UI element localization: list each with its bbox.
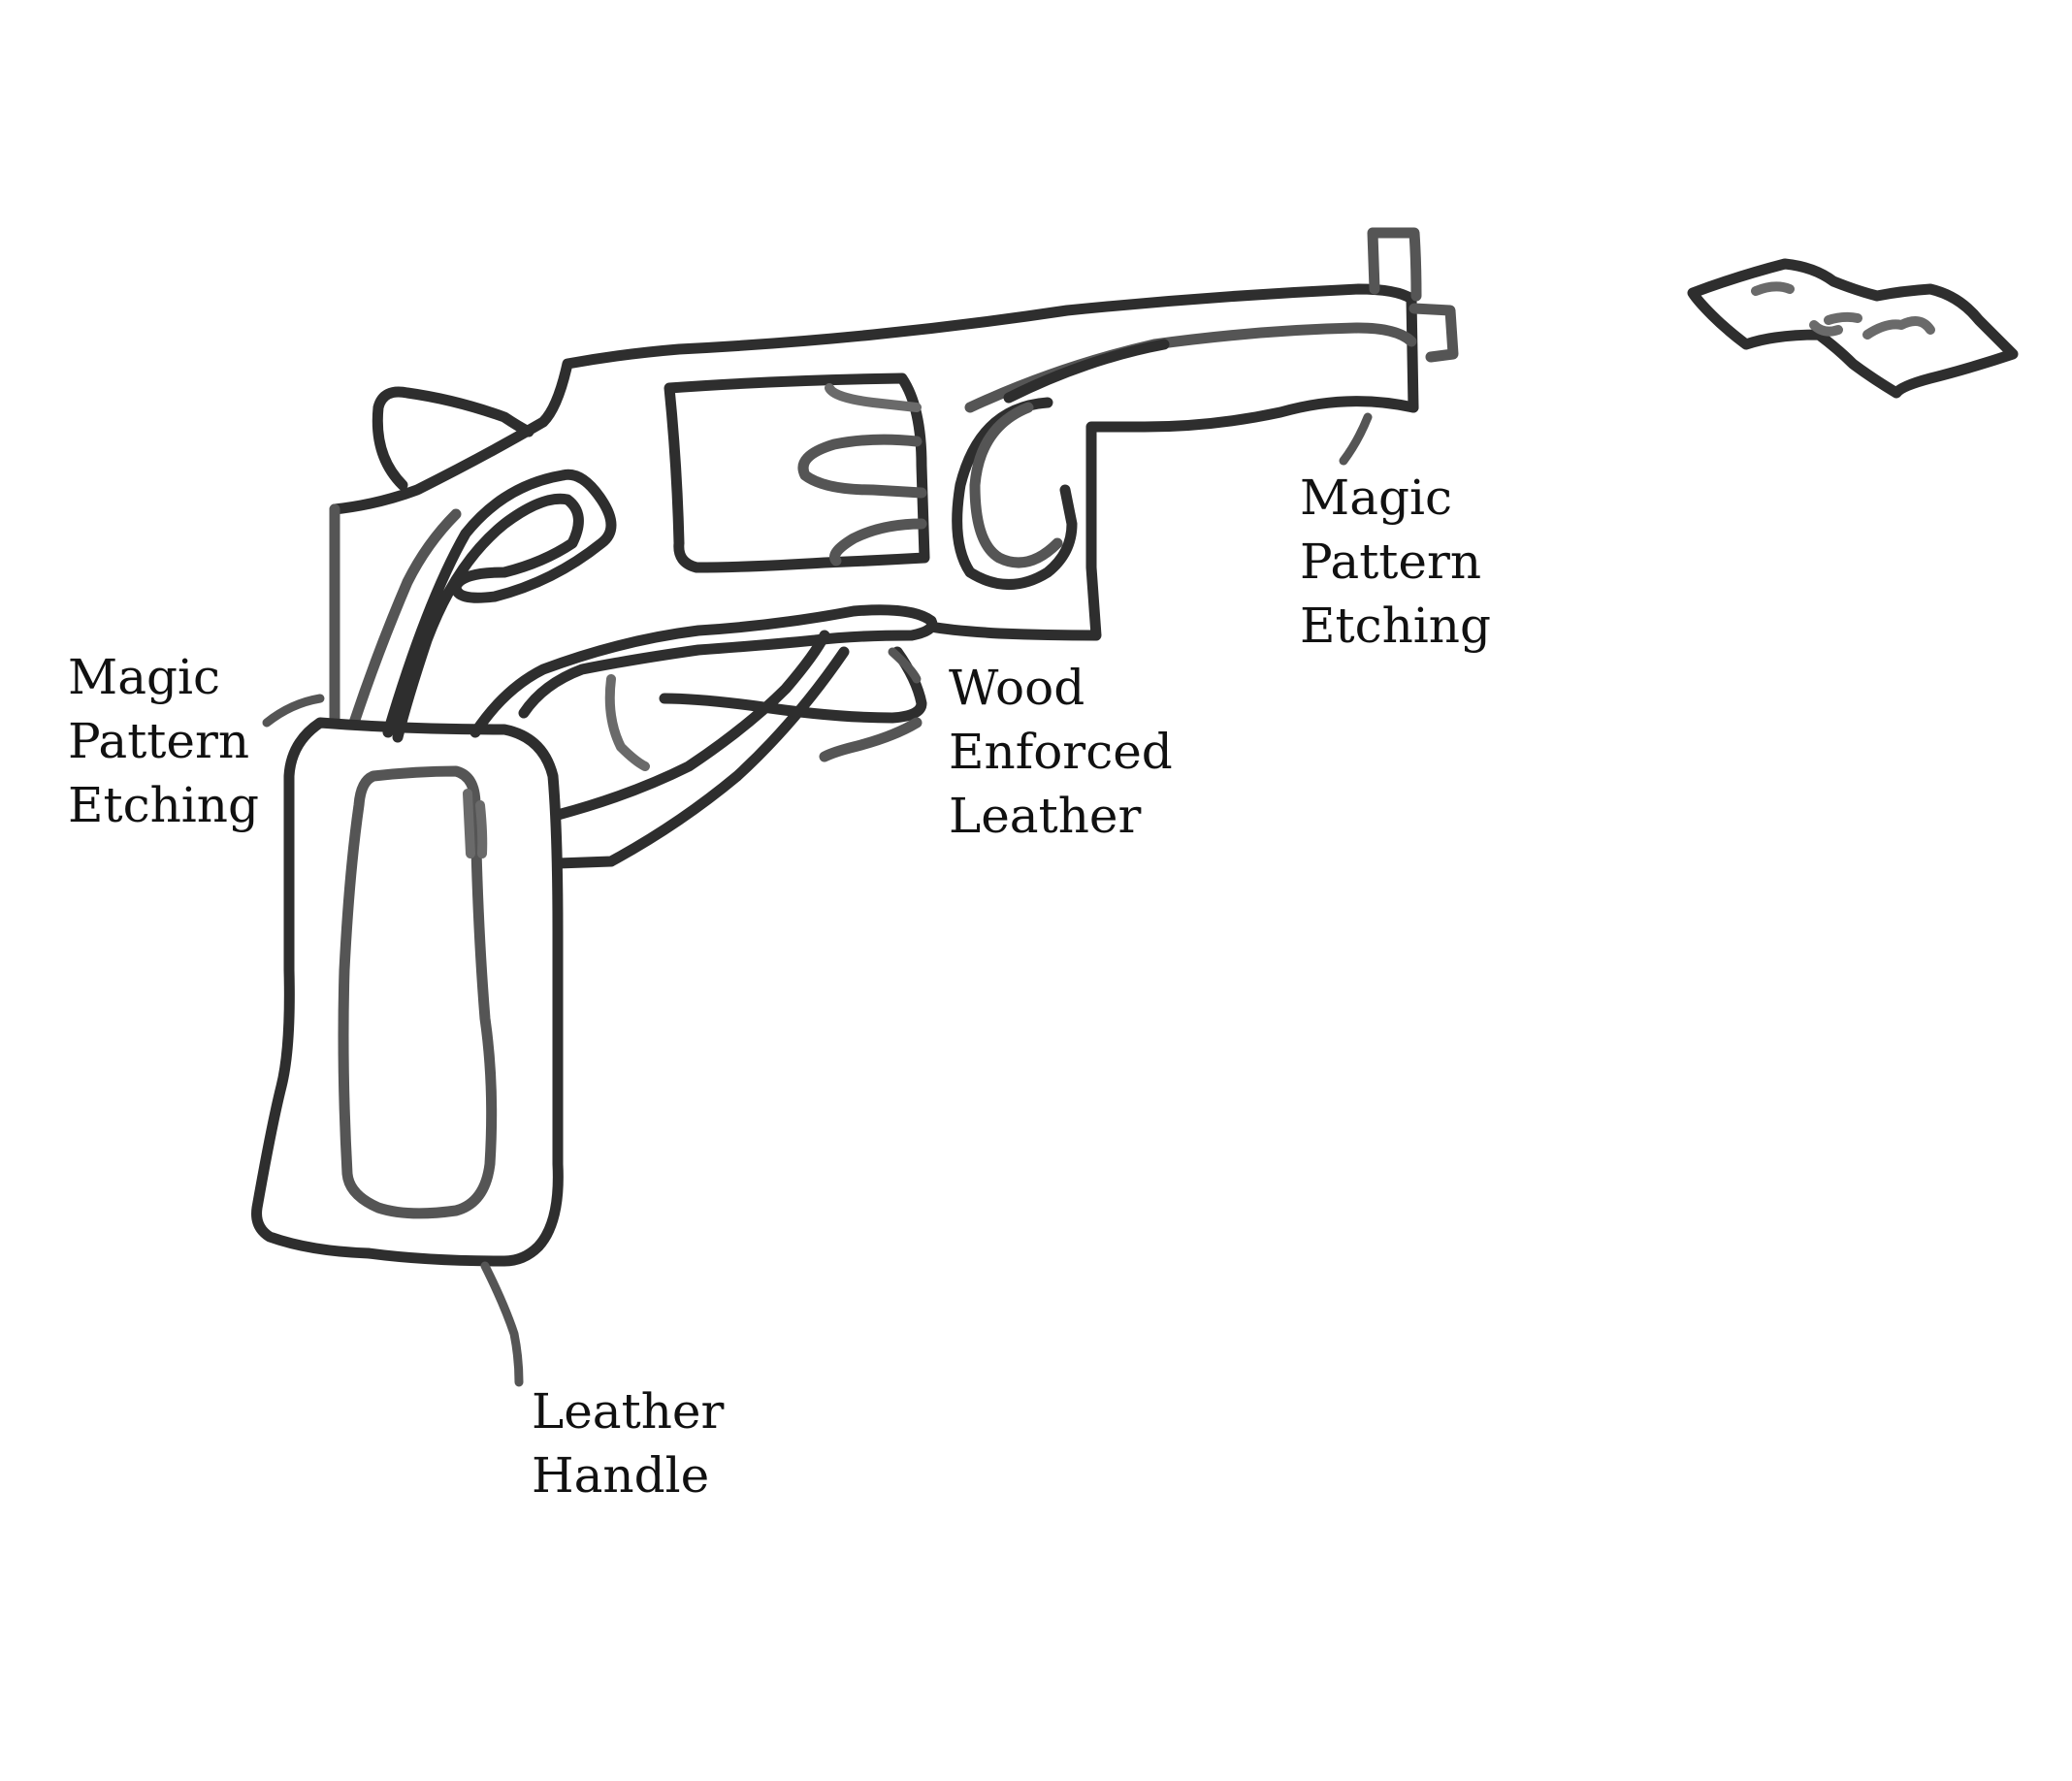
projectile-shard [1693, 264, 2013, 393]
label-wood-leather: Wood Enforced Leather [949, 656, 1173, 848]
label-etching-right-line-2: Pattern [1300, 530, 1491, 594]
label-wood-leather-line-2: Enforced [949, 720, 1173, 784]
label-etching-right: Magic Pattern Etching [1300, 466, 1491, 658]
label-etching-right-line-1: Magic [1300, 466, 1491, 530]
cylinder-flute-mid [803, 439, 922, 493]
label-wood-leather-line-3: Leather [949, 784, 1173, 848]
label-wood-leather-line-1: Wood [949, 656, 1173, 720]
muzzle-tab [1414, 308, 1453, 357]
grip-outer [257, 723, 559, 1261]
label-etching-left-line-3: Etching [68, 773, 259, 837]
label-etching-right-line-3: Etching [1300, 594, 1491, 658]
barrel-upper [1411, 299, 1413, 407]
label-etching-left-line-1: Magic [68, 645, 259, 709]
label-leather-handle-line-2: Handle [532, 1443, 724, 1507]
leader-leather-handle [485, 1266, 519, 1382]
label-etching-left-line-2: Pattern [68, 709, 259, 773]
label-leather-handle: Leather Handle [532, 1379, 724, 1507]
barrel-inner-line-2 [1009, 344, 1164, 398]
label-leather-handle-line-1: Leather [532, 1379, 724, 1443]
leader-etching-right [1344, 417, 1368, 461]
leader-etching-left [267, 698, 320, 723]
trigger [610, 679, 645, 766]
label-etching-left: Magic Pattern Etching [68, 645, 259, 837]
leather-strap-lower [825, 723, 917, 757]
front-sight [1373, 233, 1416, 296]
barrel-inner-line [970, 328, 1411, 407]
